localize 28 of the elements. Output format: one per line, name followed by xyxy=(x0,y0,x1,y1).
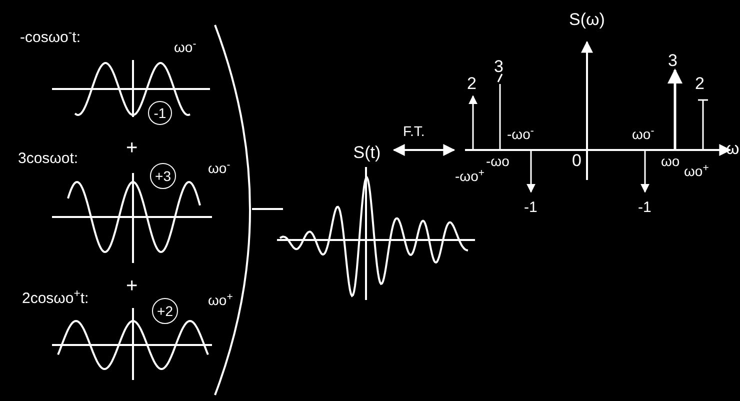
double-arrow xyxy=(392,144,456,156)
formula-label: 3cosωot: xyxy=(18,151,78,166)
circled-number: +2 xyxy=(152,298,178,324)
formula-label: 2cosωo$^{+}$t: xyxy=(22,291,89,306)
formula-label: + xyxy=(126,138,138,158)
formula-label: 3 xyxy=(668,52,678,69)
formula-label: 2 xyxy=(695,75,704,92)
circled-number: +3 xyxy=(150,163,176,189)
formula-label: ωo$^{+}$ xyxy=(208,293,233,307)
formula-label: ωo$^{-}$ xyxy=(632,127,654,141)
formula-label: -ωo$^{-}$ xyxy=(507,127,534,141)
formula-label: -ωo xyxy=(486,154,510,168)
formula-label: -cosωo$^{-}$t: xyxy=(20,30,80,45)
axis-title: S(ω) xyxy=(569,11,605,28)
circled-number: -1 xyxy=(148,101,172,125)
formula-label: 0 xyxy=(572,152,582,169)
formula-label: + xyxy=(126,276,138,296)
formula-label: -1 xyxy=(638,200,652,215)
formula-label: -ωo$^{+}$ xyxy=(455,169,485,183)
formula-label: 2 xyxy=(467,75,476,92)
formula-label: ωo$^{+}$ xyxy=(684,164,709,178)
signal-title: S(t) xyxy=(342,140,392,164)
formula-label: ωo$^{-}$ xyxy=(208,161,230,175)
formula-label: ωo xyxy=(661,154,680,168)
formula-label: ωo$^{-}$ xyxy=(174,40,196,54)
formula-label: 3 xyxy=(494,58,504,75)
edge-label: F.T. xyxy=(403,124,425,138)
formula-label: -1 xyxy=(524,200,538,215)
